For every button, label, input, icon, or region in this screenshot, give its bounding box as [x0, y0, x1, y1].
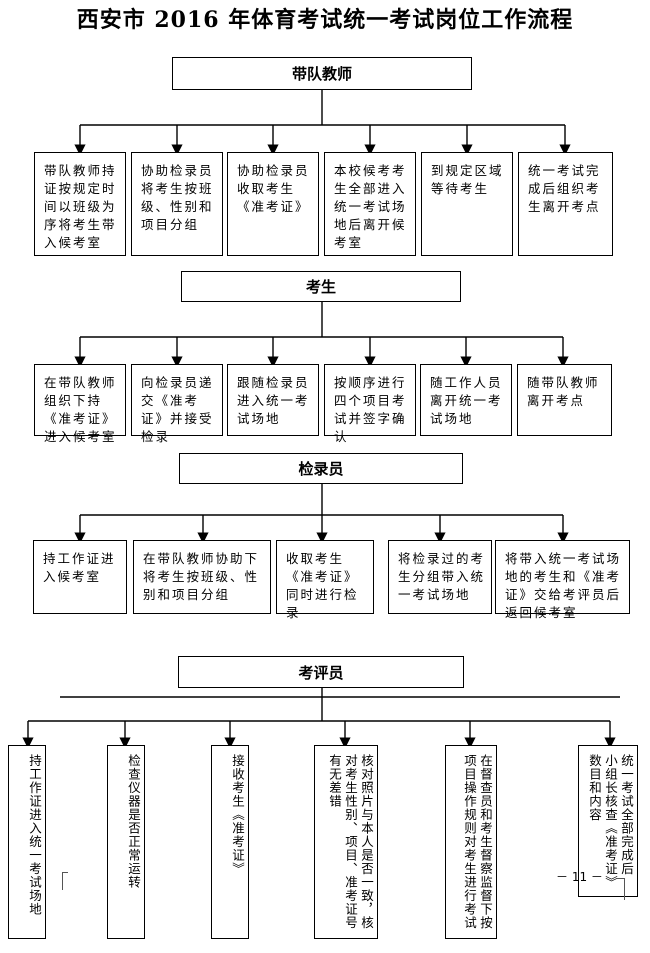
step-card: 带队教师持证按规定时间以班级为序将考生带入候考室 [34, 152, 126, 256]
step-card: 向检录员递交《准考证》并接受检录 [131, 364, 223, 444]
step-card: 随带队教师离开考点 [517, 364, 612, 436]
step-card: 统一考试完成后组织考生离开考点 [518, 152, 613, 256]
page-number: － 11 － [556, 870, 603, 884]
step-text: 接收考生《准考证》 [230, 754, 245, 876]
step-text: 检查仪器是否正常运转 [126, 754, 141, 889]
step-card: 随工作人员离开统一考试场地 [420, 364, 512, 436]
step-card: 协助检录员将考生按班级、性别和项目分组 [131, 152, 223, 256]
step-card: 将检录过的考生分组带入统一考试场地 [388, 540, 492, 614]
step-card: 本校候考考生全部进入统一考试场地后离开候考室 [324, 152, 416, 256]
step-card: 跟随检录员进入统一考试场地 [227, 364, 319, 436]
step-text: 核对照片与本人是否一致，核对考生性别、项目、准考证号有无差错 [327, 754, 374, 930]
step-card: 持工作证进入候考室 [33, 540, 127, 614]
step-card-vertical: 在督查员和考生督察监督下按项目操作规则对考生进行考试 [445, 745, 497, 939]
heading-lead-teacher: 带队教师 [172, 57, 472, 90]
step-card-vertical: 统一考试全部完成后小组长核查《准考证》数目和内容 [578, 745, 638, 897]
heading-candidate: 考生 [181, 271, 461, 302]
step-text: 统一考试全部完成后小组长核查《准考证》数目和内容 [587, 754, 634, 883]
step-card-vertical: 持工作证进入统一考试场地 [8, 745, 46, 939]
heading-examiner: 考评员 [178, 656, 464, 688]
crop-mark [624, 878, 625, 900]
step-card: 按顺序进行四个项目考试并签字确认 [324, 364, 416, 444]
step-card-vertical: 接收考生《准考证》 [211, 745, 249, 939]
step-card: 协助检录员收取考生《准考证》 [227, 152, 319, 256]
step-card-vertical: 检查仪器是否正常运转 [107, 745, 145, 939]
step-text: 在督查员和考生督察监督下按项目操作规则对考生进行考试 [462, 754, 493, 930]
crop-mark [616, 878, 624, 879]
step-text: 持工作证进入统一考试场地 [27, 754, 42, 916]
step-card: 在带队教师协助下将考生按班级、性别和项目分组 [133, 540, 271, 614]
crop-mark [62, 872, 63, 890]
step-card: 到规定区域等待考生 [421, 152, 513, 256]
step-card: 在带队教师组织下持《准考证》进入候考室 [34, 364, 126, 444]
step-card-vertical: 核对照片与本人是否一致，核对考生性别、项目、准考证号有无差错 [314, 745, 378, 939]
crop-mark [62, 872, 68, 873]
step-card: 将带入统一考试场地的考生和《准考证》交给考评员后返回候考室 [495, 540, 630, 620]
page-title: 西安市 2016 年体育考试统一考试岗位工作流程 [76, 7, 574, 33]
step-card: 收取考生《准考证》同时进行检录 [276, 540, 374, 620]
heading-checkin-officer: 检录员 [179, 453, 463, 484]
